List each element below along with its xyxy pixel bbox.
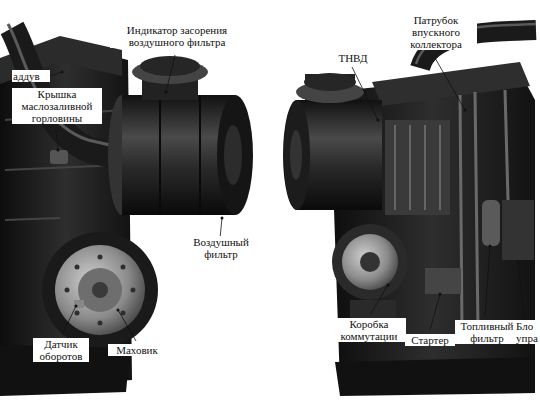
part-label: Воздушный фильтр <box>190 236 252 260</box>
part-label: Маховик <box>108 344 166 356</box>
pipes <box>460 90 508 330</box>
part-label: Патрубок впускного коллектора <box>395 14 477 50</box>
flywheel-bolts <box>65 255 136 326</box>
flywheel-hub <box>92 282 108 298</box>
part-label: Индикатор засорения воздушного фильтра <box>110 24 244 48</box>
filter-cap <box>290 130 302 180</box>
pump-lines <box>395 125 440 210</box>
part-label: Топливный фильтр <box>455 320 519 344</box>
filter-bands <box>160 95 200 215</box>
part-label: Бло упра <box>515 320 539 344</box>
pulley-housing <box>332 224 408 300</box>
fuel-filter <box>482 200 500 246</box>
pulley-hub <box>360 252 380 272</box>
precleaner-dome <box>304 73 356 91</box>
part-label: Крышка маслозаливной горловины <box>12 88 102 124</box>
filter-face <box>217 95 253 215</box>
filler-cap <box>50 150 68 164</box>
starter <box>425 268 461 294</box>
oil-pan <box>335 357 535 396</box>
part-label: ТНВД <box>334 52 372 64</box>
precleaner-dome <box>140 56 200 76</box>
flywheel-housing <box>42 232 158 348</box>
filter-face <box>284 100 310 210</box>
pulley <box>342 234 398 290</box>
part-label: аддув <box>12 70 50 82</box>
speed-sensor <box>74 300 84 308</box>
part-label: Стартер <box>405 334 455 346</box>
leader-lines <box>46 55 524 341</box>
leader-dots <box>57 71 520 312</box>
control-unit <box>502 200 534 260</box>
part-label: Датчик оборотов <box>33 338 89 362</box>
flywheel-inner <box>78 268 122 312</box>
injection-pump <box>385 120 450 215</box>
flywheel <box>55 245 145 335</box>
part-label: Коробка коммутации <box>332 318 406 342</box>
filter-cap <box>224 125 242 185</box>
